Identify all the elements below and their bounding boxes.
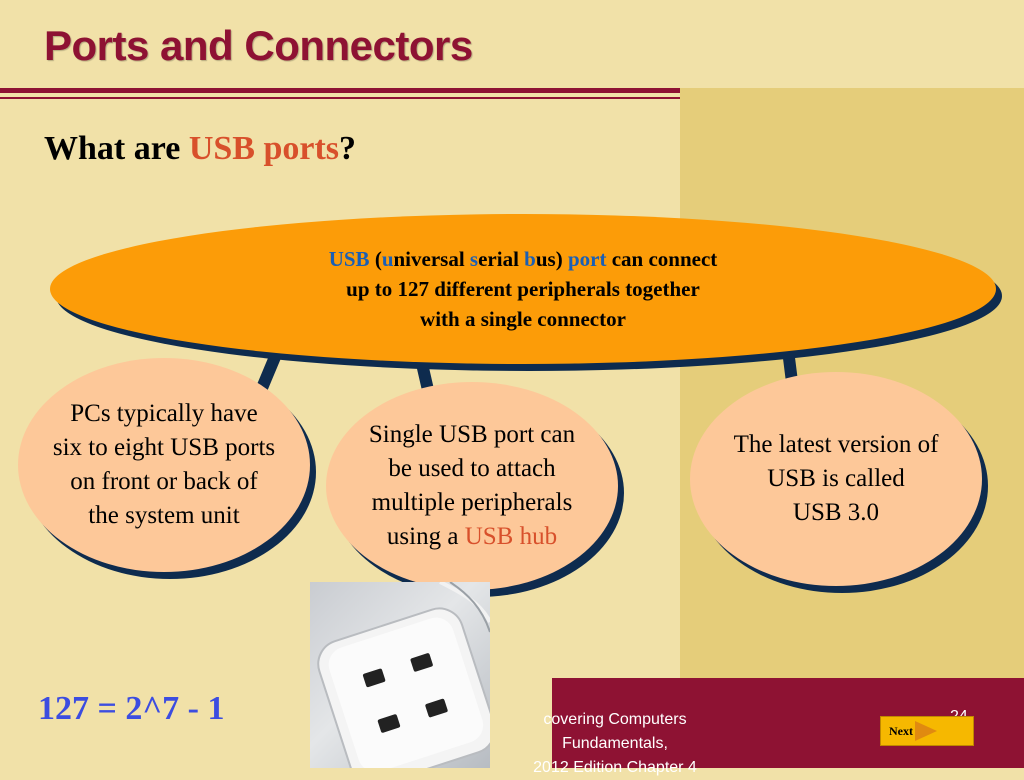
slide-question: What are USB ports?	[44, 130, 356, 168]
usb-hub-photo	[310, 582, 490, 768]
oval-text-line: USB 3.0	[792, 499, 880, 526]
main-oval-line-3: with a single connector	[420, 307, 626, 331]
oval-text-line: USB is called	[767, 465, 905, 492]
question-prefix: What are	[44, 130, 189, 167]
play-arrow-icon	[915, 721, 937, 741]
question-suffix: ?	[339, 130, 357, 167]
acronym-letter-s: s	[469, 247, 479, 271]
text-fragment: erial	[478, 247, 525, 271]
text-fragment: (	[369, 247, 382, 271]
main-definition-oval: USB (universal serial bus) port can conn…	[50, 214, 996, 364]
main-oval-line-2: up to 127 different peripherals together	[346, 277, 700, 301]
oval-text-line: multiple peripherals	[371, 489, 573, 516]
oval-text-line: six to eight USB ports	[52, 434, 276, 461]
power-of-two-equation: 127 = 2^7 - 1	[38, 690, 225, 727]
oval-text-line: Single USB port can	[368, 421, 576, 448]
oval-text-line: on front or back of	[70, 468, 258, 495]
oval-usb-port-count: PCs typically have six to eight USB port…	[18, 358, 310, 572]
footer-line-1: covering Computers Fundamentals,	[543, 711, 687, 752]
oval-text-line: The latest version of	[733, 431, 939, 458]
next-button-label: Next	[889, 723, 913, 738]
next-button[interactable]: Next	[880, 716, 974, 746]
question-highlight: USB ports	[188, 130, 340, 167]
oval-text-line: PCs typically have	[70, 400, 258, 427]
text-fragment: us)	[535, 247, 568, 271]
footer-line-2: 2012 Edition Chapter 4	[533, 759, 697, 776]
usb-hub-illustration	[317, 582, 490, 768]
usb-term: USB	[328, 247, 370, 271]
text-fragment: using a	[386, 523, 465, 550]
oval-text-line: using a USB hub	[387, 520, 557, 554]
footer-citation: covering Computers Fundamentals, 2012 Ed…	[490, 708, 740, 780]
acronym-letter-b: b	[524, 247, 536, 271]
title-divider-thick	[0, 88, 680, 93]
port-term: port	[567, 247, 607, 271]
usb-hub-term: USB hub	[464, 523, 558, 550]
oval-text-line: be used to attach	[388, 455, 556, 482]
text-fragment: niversal	[393, 247, 470, 271]
title-divider-thin	[0, 97, 680, 99]
acronym-letter-u: u	[381, 247, 394, 271]
oval-usb-hub: Single USB port can be used to attach mu…	[326, 382, 618, 590]
oval-usb-version: The latest version of USB is called USB …	[690, 372, 982, 586]
oval-text-line: the system unit	[88, 502, 240, 529]
main-oval-line-1: USB (universal serial bus) port can conn…	[329, 244, 718, 274]
slide-title: Ports and Connectors	[44, 22, 473, 69]
text-fragment: can connect	[606, 247, 718, 271]
